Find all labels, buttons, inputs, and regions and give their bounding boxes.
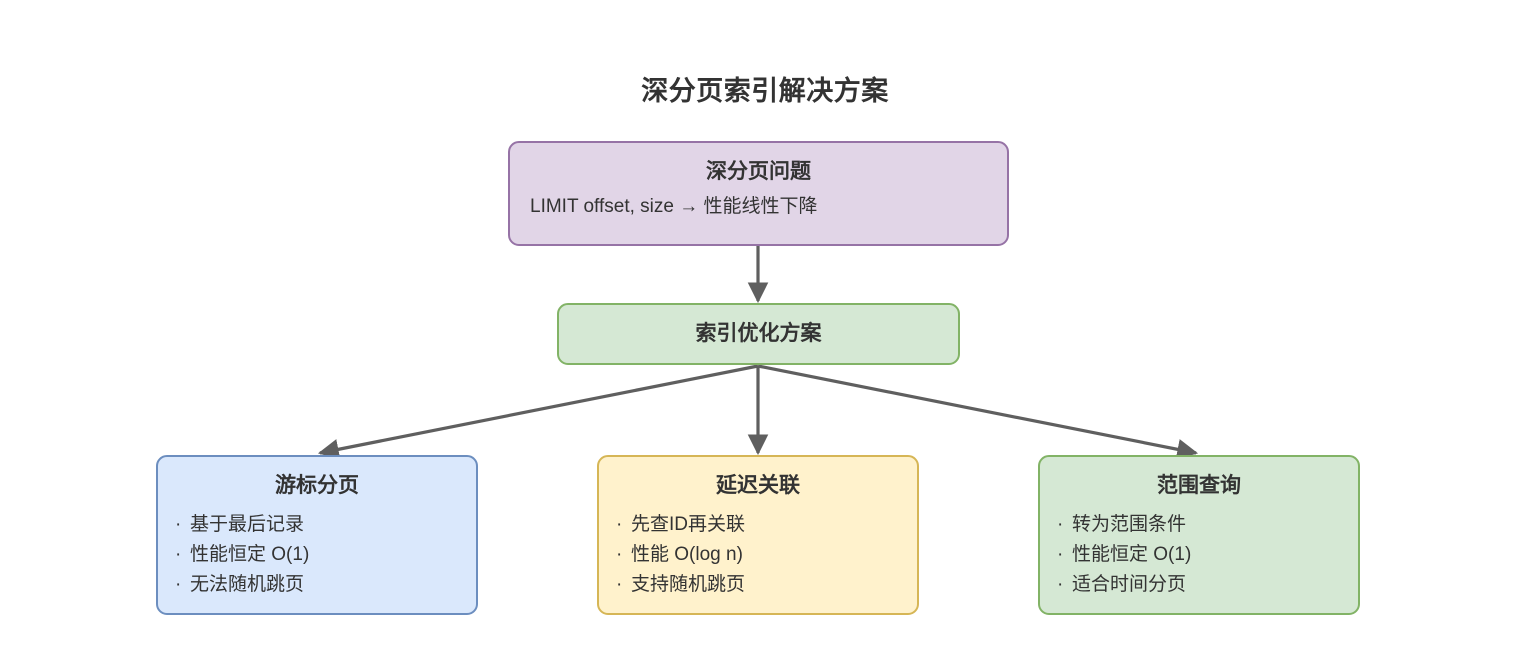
- node-index-optimization[interactable]: 索引优化方案: [557, 303, 960, 365]
- page-title: 深分页索引解决方案: [641, 76, 889, 106]
- edge-solution-to-range: [757, 364, 1199, 460]
- bullet-icon: ·: [1057, 514, 1064, 535]
- list-item-label: 适合时间分页: [1072, 574, 1187, 595]
- bullet-icon: ·: [175, 574, 182, 595]
- list-item-label: 性能恒定 O(1): [190, 544, 310, 565]
- list-item-label: 转为范围条件: [1072, 514, 1187, 535]
- list-item-label: 基于最后记录: [190, 514, 305, 535]
- bullet-icon: ·: [1057, 574, 1064, 595]
- feature-list: · 转为范围条件 · 性能恒定 O(1) · 适合时间分页: [1040, 510, 1358, 600]
- list-item-label: 支持随机跳页: [631, 574, 746, 595]
- list-item: · 无法随机跳页: [175, 570, 476, 600]
- node-subtitle: LIMIT offset, size → 性能线性下降: [530, 196, 818, 217]
- bullet-icon: ·: [1057, 544, 1064, 565]
- node-title: 深分页问题: [706, 160, 811, 183]
- bullet-icon: ·: [175, 544, 182, 565]
- bullet-icon: ·: [175, 514, 182, 535]
- list-item: · 先查ID再关联: [616, 510, 917, 540]
- list-item-label: 先查ID再关联: [631, 514, 746, 535]
- edge-solution-to-cursor: [317, 364, 759, 460]
- list-item: · 性能 O(log n): [616, 540, 917, 570]
- list-item: · 基于最后记录: [175, 510, 476, 540]
- bullet-icon: ·: [616, 514, 623, 535]
- feature-list: · 基于最后记录 · 性能恒定 O(1) · 无法随机跳页: [158, 510, 476, 600]
- list-item-label: 无法随机跳页: [190, 574, 305, 595]
- list-item: · 支持随机跳页: [616, 570, 917, 600]
- node-title: 范围查询: [1157, 474, 1241, 497]
- list-item: · 适合时间分页: [1057, 570, 1358, 600]
- list-item-label: 性能恒定 O(1): [1072, 544, 1192, 565]
- list-item: · 性能恒定 O(1): [175, 540, 476, 570]
- list-item: · 性能恒定 O(1): [1057, 540, 1358, 570]
- bullet-icon: ·: [616, 544, 623, 565]
- node-cursor-pagination[interactable]: 游标分页 · 基于最后记录 · 性能恒定 O(1) · 无法随机跳页: [156, 455, 478, 615]
- node-title: 游标分页: [275, 474, 359, 497]
- feature-list: · 先查ID再关联 · 性能 O(log n) · 支持随机跳页: [599, 510, 917, 600]
- node-deferred-join[interactable]: 延迟关联 · 先查ID再关联 · 性能 O(log n) · 支持随机跳页: [597, 455, 919, 615]
- node-title: 索引优化方案: [695, 322, 822, 345]
- list-item: · 转为范围条件: [1057, 510, 1358, 540]
- list-item-label: 性能 O(log n): [631, 544, 743, 565]
- node-deep-pagination-problem[interactable]: 深分页问题 LIMIT offset, size → 性能线性下降: [508, 141, 1009, 246]
- bullet-icon: ·: [616, 574, 623, 595]
- node-title: 延迟关联: [716, 474, 800, 497]
- node-range-query[interactable]: 范围查询 · 转为范围条件 · 性能恒定 O(1) · 适合时间分页: [1038, 455, 1360, 615]
